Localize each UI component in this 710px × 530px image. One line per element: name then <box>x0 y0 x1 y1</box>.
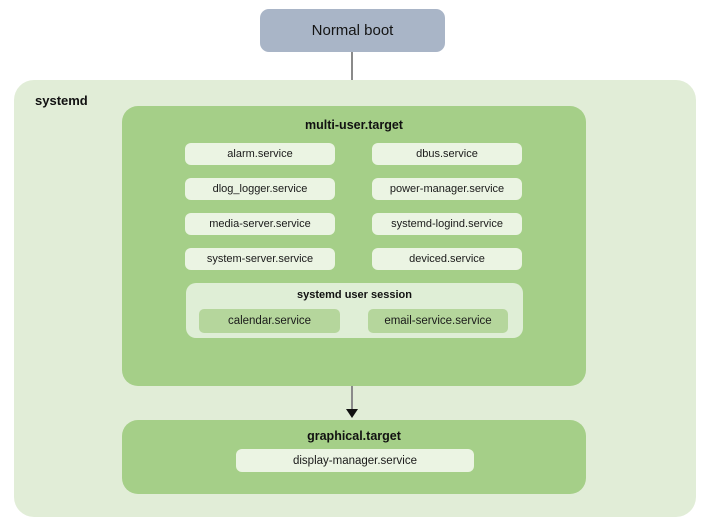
systemd-user-session-container: systemd user session calendar.service em… <box>186 283 523 338</box>
service-node-systemd-logind: systemd-logind.service <box>372 213 522 235</box>
multi-user-target-title: multi-user.target <box>305 118 403 132</box>
service-node-system-server: system-server.service <box>185 248 335 270</box>
service-node-power-manager: power-manager.service <box>372 178 522 200</box>
service-node-email-service: email-service.service <box>368 309 508 333</box>
systemd-container-label: systemd <box>35 93 88 108</box>
service-node-deviced: deviced.service <box>372 248 522 270</box>
multi-user-target-node: multi-user.target alarm.service dbus.ser… <box>122 106 586 386</box>
graphical-target-title: graphical.target <box>307 429 401 443</box>
normal-boot-node: Normal boot <box>260 9 445 52</box>
service-node-media-server: media-server.service <box>185 213 335 235</box>
arrowhead-icon <box>346 409 358 418</box>
service-node-dbus: dbus.service <box>372 143 522 165</box>
systemd-user-session-title: systemd user session <box>297 289 412 301</box>
arrow-multi-user-to-graphical <box>351 386 353 410</box>
graphical-target-node: graphical.target display-manager.service <box>122 420 586 494</box>
service-node-alarm: alarm.service <box>185 143 335 165</box>
service-node-calendar: calendar.service <box>199 309 340 333</box>
service-node-dlog-logger: dlog_logger.service <box>185 178 335 200</box>
arrow-normal-boot-to-systemd <box>351 52 353 98</box>
service-node-display-manager: display-manager.service <box>236 449 474 472</box>
systemd-container: systemd multi-user.target alarm.service … <box>14 80 696 517</box>
